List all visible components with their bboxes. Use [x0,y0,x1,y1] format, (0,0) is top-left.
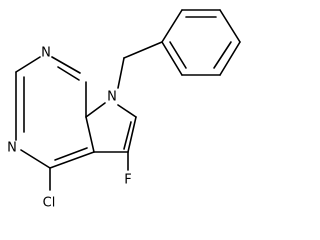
molecule-svg: N N N Cl F [7,9,241,211]
bond-benzene-double-3 [169,41,187,69]
bond-pyrimidine-5 [20,149,51,169]
atom-n-pyrimidine-left: N [7,141,17,156]
bond-benzyl-n [117,57,125,89]
bond-benzene-3 [219,41,241,76]
bond-benzene-double-2 [213,41,232,69]
bond-pyrimidine-6 [49,151,95,169]
bond-pyrimidine-double-3 [54,147,88,161]
bond-pyrimidine-3 [15,56,41,73]
bond-pyrimidine-2 [51,56,81,74]
bond-pyrrole-double-1 [123,121,132,150]
atom-chlorine: Cl [43,196,56,211]
bond-benzyl-ring [123,41,163,59]
bond-pyrrole-1 [117,104,137,118]
atom-fluorine: F [124,173,131,188]
bond-pyrrole-4 [85,116,95,153]
bond-benzene-5 [161,41,183,76]
bond-benzene-2 [219,9,241,43]
atom-n-pyrimidine-top: N [41,46,51,61]
bond-pyrrole-5 [85,102,106,118]
molecule-structure-diagram: N N N Cl F [7,9,241,211]
bond-pyrrole-2 [127,116,137,153]
bond-benzene-6 [161,9,183,43]
atom-n-pyrrole: N [107,90,117,105]
bond-pyrimidine-double-1 [57,66,80,81]
